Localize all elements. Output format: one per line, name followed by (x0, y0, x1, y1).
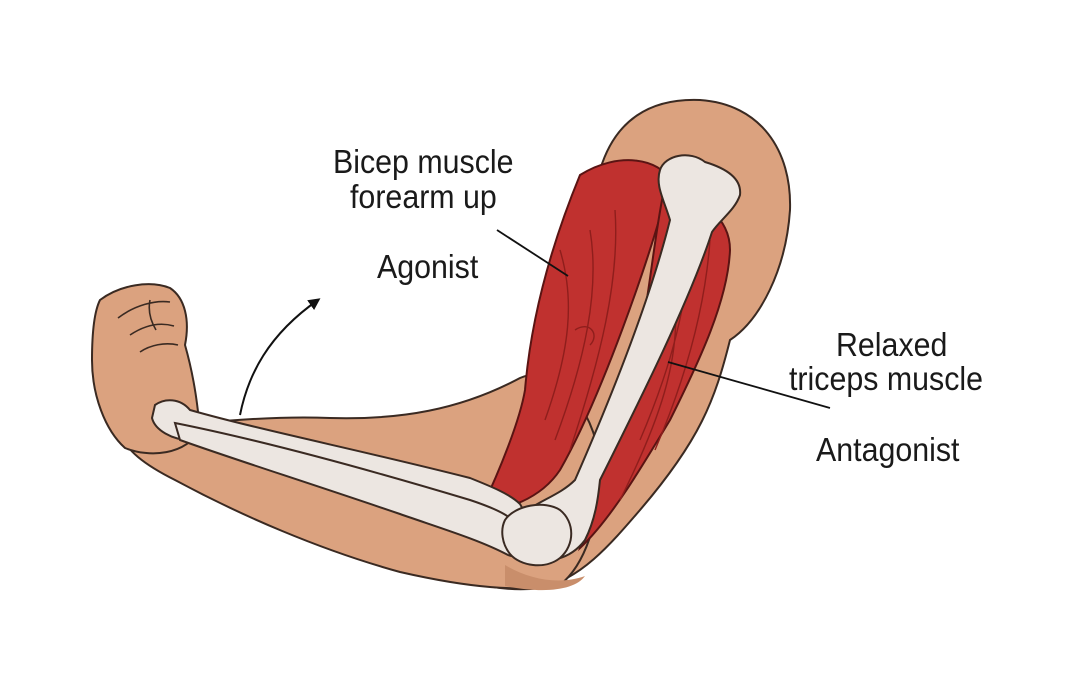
triceps-label-line2: triceps muscle (789, 360, 984, 397)
agonist-label: Agonist (377, 248, 479, 285)
bicep-label-line2: forearm up (350, 178, 497, 215)
biceps-fibers (544, 209, 617, 451)
bicep-leader-line (496, 229, 569, 277)
triceps-label-line1: Relaxed (836, 326, 948, 363)
ulna-joint (501, 503, 573, 567)
flexion-arrow-icon (239, 298, 321, 416)
triceps-leader-line (667, 361, 831, 409)
bicep-label-line1: Bicep muscle (333, 143, 514, 180)
elbow-shading (505, 565, 585, 591)
humerus-bone (513, 154, 742, 561)
fist-knuckle-lines (117, 299, 179, 353)
antagonist-label: Antagonist (816, 431, 960, 468)
